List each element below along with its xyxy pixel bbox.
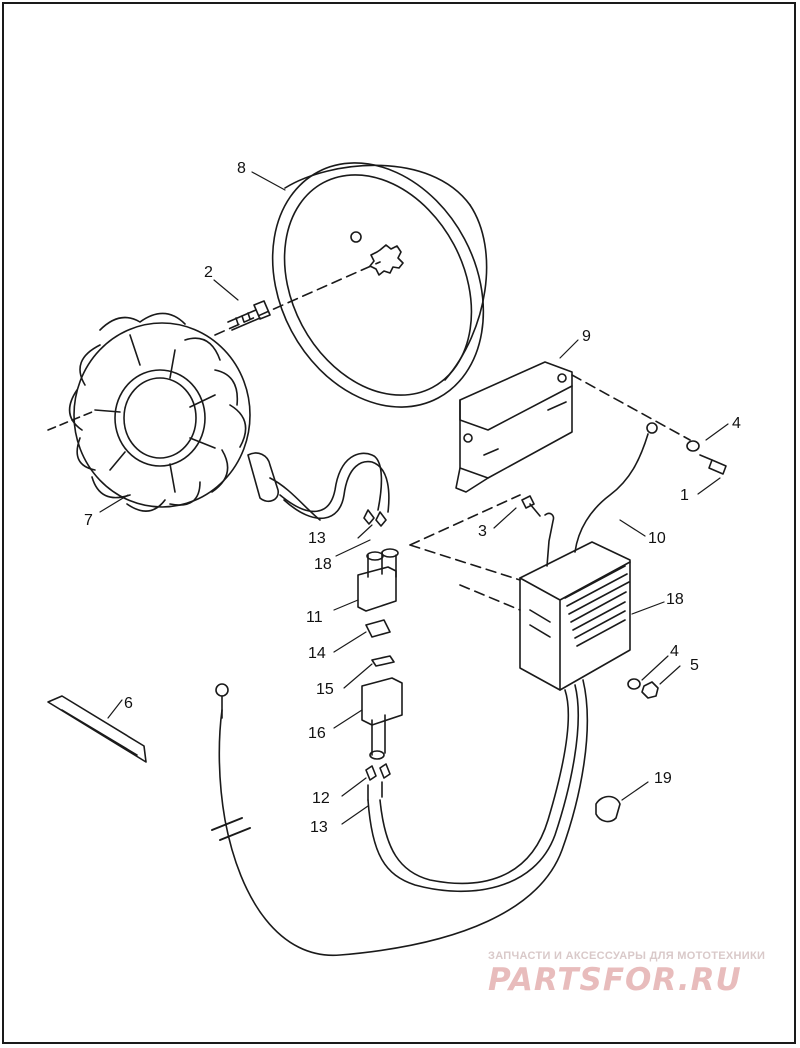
stator-part <box>68 312 321 521</box>
callout-19: 19 <box>654 770 672 787</box>
callout-7: 7 <box>84 512 93 529</box>
callout-13-lower: 13 <box>310 819 328 836</box>
callout-16: 16 <box>308 725 326 742</box>
callout-2: 2 <box>204 264 213 281</box>
callout-13-upper: 13 <box>308 530 326 547</box>
nut-part <box>641 681 659 699</box>
rotor-part <box>271 162 488 408</box>
callout-15: 15 <box>316 681 334 698</box>
leader-lines <box>99 171 729 825</box>
callout-labels: 2 8 7 9 4 1 3 10 13 18 11 18 14 4 5 15 6… <box>84 160 741 836</box>
callout-12: 12 <box>312 790 330 807</box>
callout-17: 18 <box>314 556 332 573</box>
callout-1: 1 <box>680 487 689 504</box>
bracket-alignment-line <box>571 374 691 441</box>
seal-part <box>367 781 383 801</box>
screw-part <box>521 495 541 517</box>
clip-part <box>595 795 621 823</box>
stator-alignment-line <box>47 411 93 431</box>
connector-housing-part <box>357 548 399 612</box>
callout-10: 10 <box>648 530 666 547</box>
washer-part <box>627 678 641 690</box>
bolt-part <box>699 454 727 475</box>
callout-8: 8 <box>237 160 246 177</box>
cable-strap-part <box>47 695 147 763</box>
callout-4-upper: 4 <box>732 415 741 432</box>
terminal-lock-part <box>365 619 391 638</box>
callout-4-lower: 4 <box>670 643 679 660</box>
callout-18: 18 <box>666 591 684 608</box>
regulator-lead-part <box>544 512 555 567</box>
callout-6: 6 <box>124 695 133 712</box>
ring-terminal-part <box>215 683 229 697</box>
voltage-regulator-part <box>218 541 631 956</box>
callout-5: 5 <box>690 657 699 674</box>
mounting-bracket-part <box>455 361 573 493</box>
stator-wires <box>279 452 390 527</box>
callout-9: 9 <box>582 328 591 345</box>
wire-break-mark <box>211 817 251 841</box>
callout-11: 11 <box>306 609 323 626</box>
watermark-logo: PARTSFOR.RU <box>488 962 742 998</box>
pin-terminals-part <box>365 763 391 781</box>
socket-housing-part <box>361 677 403 760</box>
regulator-alignment-line <box>409 494 521 611</box>
stator-bolt-part <box>227 300 271 331</box>
rotor-alignment-line <box>214 261 381 336</box>
secondary-lock-part <box>371 655 395 667</box>
callout-14: 14 <box>308 645 326 662</box>
watermark-tagline: ЗАПЧАСТИ И АКСЕССУАРЫ ДЛЯ МОТОТЕХНИКИ <box>488 950 766 962</box>
washer-part <box>686 440 700 452</box>
callout-3: 3 <box>478 523 487 540</box>
ground-wire-part <box>574 422 658 553</box>
